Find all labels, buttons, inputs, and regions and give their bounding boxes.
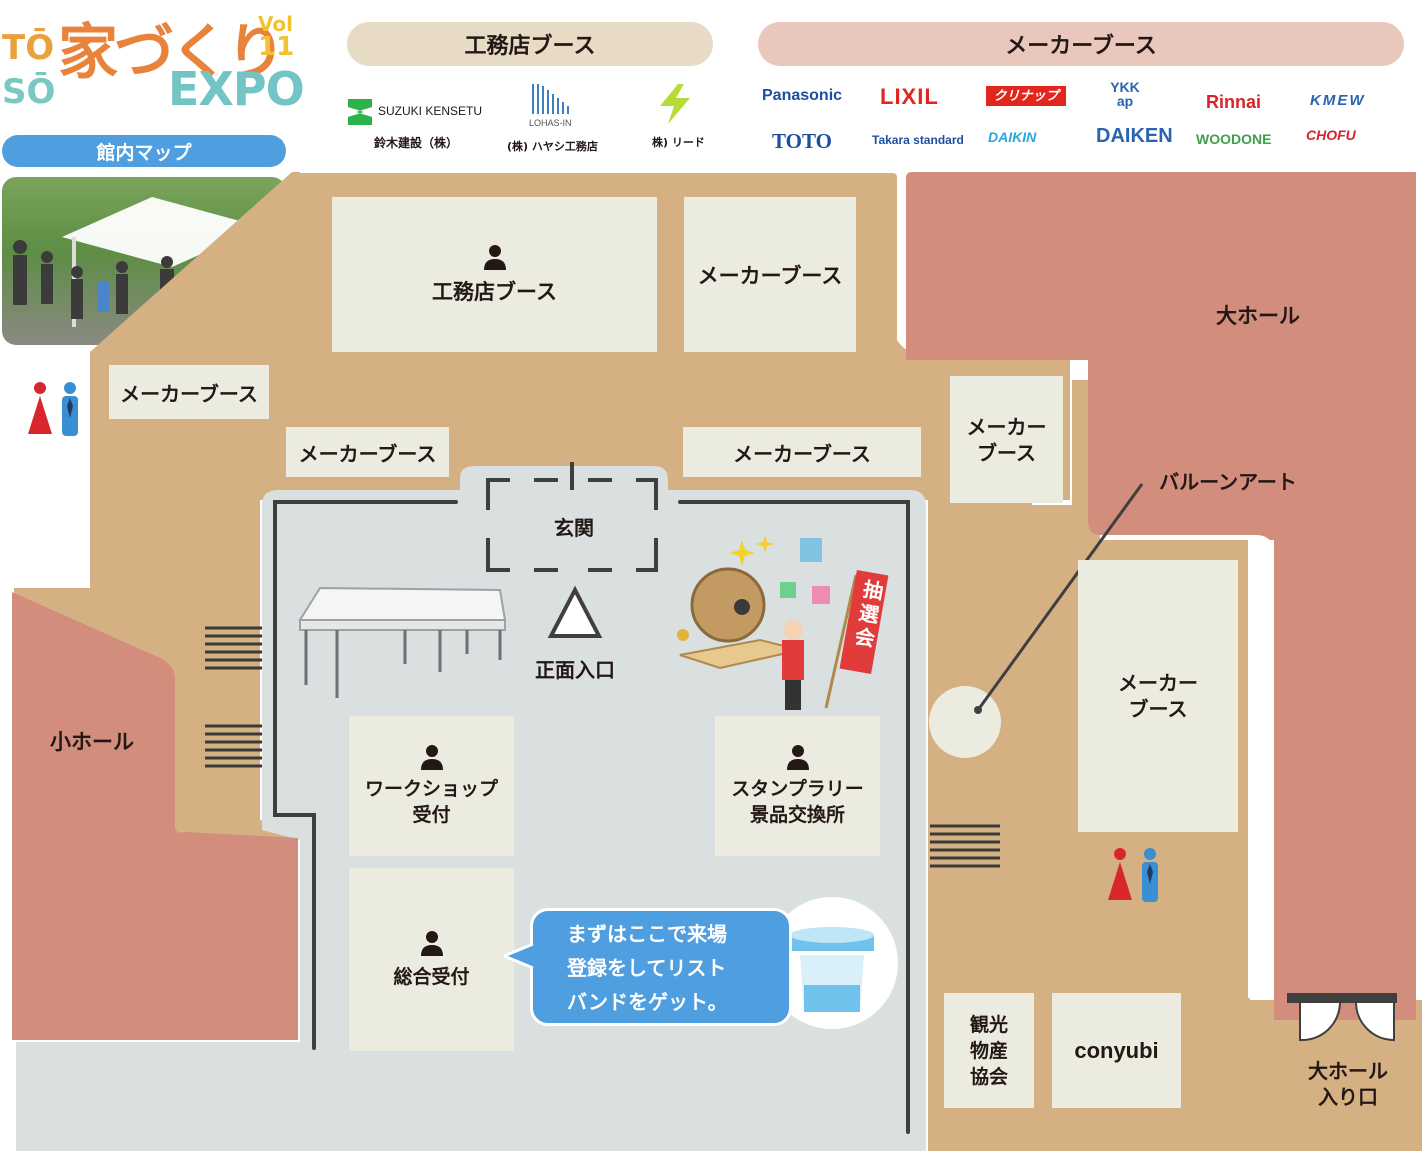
maker-toto[interactable]: TOTO	[772, 129, 832, 153]
workshop-l1: ワークショップ	[364, 778, 498, 800]
builder-lead[interactable]: 株) リード	[648, 84, 708, 150]
main-entrance-label[interactable]: 正面入口	[535, 658, 615, 682]
logo-so: SŌ	[2, 72, 56, 112]
logo-num: 11	[258, 32, 295, 62]
restroom-right[interactable]	[1106, 848, 1166, 904]
tourism-l2: 物産	[969, 1039, 1008, 1062]
stamp-l2: 景品交換所	[749, 804, 845, 826]
big-hall-entrance-l2: 入り口	[1318, 1085, 1378, 1109]
restroom-icon	[1108, 848, 1158, 902]
logo-expo: EXPO	[168, 62, 305, 116]
balloon-label: バルーンアート	[1159, 470, 1297, 494]
restroom-icon	[28, 382, 78, 436]
maker-daikin[interactable]: DAIKIN	[988, 129, 1037, 145]
entrance-hall-label: 玄関	[554, 516, 594, 540]
booth-maker-mid[interactable]: メーカーブース	[286, 427, 449, 477]
builder-header: 工務店ブース	[347, 22, 713, 66]
lottery-illustration	[677, 535, 889, 710]
suzuki-logo-icon	[348, 99, 372, 125]
booth-maker-right-large-l1: メーカー	[1118, 671, 1198, 695]
builder-hayashi[interactable]: LOHAS-IN (株) ハヤシ工務店	[503, 82, 603, 153]
builder-suzuki-name: 鈴木建設（株）	[374, 136, 459, 150]
maker-header: メーカーブース	[758, 22, 1404, 66]
booth-maker-right-large-l2: ブース	[1128, 697, 1188, 721]
small-hall-label[interactable]: 小ホール	[50, 730, 134, 754]
booth-maker-top[interactable]: メーカーブース	[684, 197, 856, 352]
booth-maker-right-small-l1: メーカー	[966, 414, 1047, 439]
entrance-triangle-icon	[547, 585, 603, 638]
booth-stamp[interactable]: スタンプラリー 景品交換所	[715, 716, 880, 856]
big-hall-entrance-l1: 大ホール	[1308, 1059, 1388, 1083]
restroom-left[interactable]	[26, 382, 86, 438]
booth-reception[interactable]: 総合受付	[349, 868, 514, 1051]
callout-pointer-icon	[504, 944, 534, 968]
small-hall	[12, 592, 298, 1040]
logo-vol: Vol	[258, 12, 293, 36]
reception-callout: まずはここで来場 登録をしてリスト バンドをゲット。	[530, 908, 792, 1026]
maker-lixil[interactable]: LIXIL	[880, 84, 939, 109]
maker-ykk[interactable]: YKK ap	[1110, 79, 1140, 109]
tent-icon	[298, 586, 507, 698]
stamp-l1: スタンプラリー	[731, 778, 864, 800]
staff-icon	[483, 244, 506, 270]
expo-logo: TŌ SŌ 家づくり Vol 11 EXPO	[0, 0, 305, 125]
lohas-logo-icon	[532, 84, 569, 114]
staff-icon	[420, 931, 443, 956]
callout-l1: まずはここで来場	[567, 922, 727, 946]
booth-conyubi[interactable]: conyubi	[1052, 993, 1181, 1108]
maker-rinnai[interactable]: Rinnai	[1206, 92, 1262, 112]
booth-builder-label: 工務店ブース	[432, 279, 557, 304]
booth-maker-right-small-l2: ブース	[977, 440, 1036, 465]
maker-takara[interactable]: Takara standard	[872, 133, 964, 147]
builder-hayashi-logo: LOHAS-IN	[529, 118, 572, 128]
wristband-illustration	[766, 897, 898, 1029]
booth-workshop[interactable]: ワークショップ 受付	[349, 716, 514, 856]
maker-woodone[interactable]: WOODONE	[1196, 131, 1272, 147]
callout-l2: 登録をしてリスト	[567, 956, 727, 980]
maker-daiken[interactable]: DAIKEN	[1096, 125, 1173, 147]
big-hall-label[interactable]: 大ホール	[1216, 304, 1300, 328]
tourism-l1: 観光	[969, 1013, 1008, 1036]
reception-label: 総合受付	[393, 966, 470, 988]
booth-maker-center[interactable]: メーカーブース	[683, 427, 921, 477]
workshop-l2: 受付	[412, 804, 451, 826]
maker-panasonic[interactable]: Panasonic	[762, 87, 843, 104]
tourism-l3: 協会	[969, 1065, 1008, 1088]
logo-main: 家づくり	[58, 18, 286, 88]
big-hall	[906, 172, 1416, 1020]
booth-tourism[interactable]: 観光 物産 協会	[944, 993, 1034, 1108]
booth-maker-right-small[interactable]: メーカー ブース	[950, 376, 1063, 503]
map-button[interactable]: 館内マップ	[2, 135, 286, 167]
builder-hayashi-name: (株) ハヤシ工務店	[507, 140, 598, 153]
builder-suzuki-logo: SUZUKI KENSETU	[378, 104, 483, 118]
booth-builder[interactable]: 工務店ブース	[332, 197, 657, 352]
staff-icon	[786, 745, 809, 770]
big-hall-entrance-label[interactable]: 大ホール 入り口	[1298, 1058, 1398, 1110]
maker-chofu[interactable]: CHOFU	[1306, 127, 1356, 143]
booth-maker-right-large[interactable]: メーカー ブース	[1078, 560, 1238, 832]
builder-suzuki[interactable]: SUZUKI KENSETU 鈴木建設（株）	[348, 98, 482, 153]
callout-l3: バンドをゲット。	[567, 990, 728, 1014]
builder-lead-name: 株) リード	[652, 136, 705, 149]
staff-icon	[420, 745, 443, 770]
maker-kmew[interactable]: KMEW	[1310, 92, 1366, 109]
logo-to: TŌ	[2, 28, 55, 68]
booth-maker-left[interactable]: メーカーブース	[109, 365, 269, 419]
maker-cleanup[interactable]: クリナップ	[986, 86, 1066, 106]
lightning-logo-icon	[660, 84, 690, 124]
